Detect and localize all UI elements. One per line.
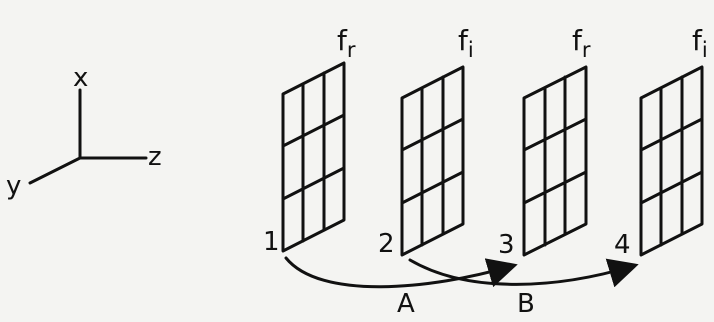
transform-b-arrow — [408, 258, 639, 288]
plane-2-index-label: 2 — [378, 229, 395, 259]
plane-2-frequency-label: fi — [458, 24, 474, 62]
transform-a-arrow — [284, 256, 518, 289]
plane-1-freq-subscript: r — [347, 38, 356, 62]
y-axis-label: y — [6, 171, 21, 201]
plane-grid-row-line — [639, 170, 704, 205]
plane-grid-frame — [281, 61, 346, 253]
plane-4: fi 4 — [614, 24, 708, 260]
plane-grid-row-line — [400, 170, 465, 205]
plane-grid-frame — [639, 65, 704, 257]
plane-grid-row-line — [281, 113, 346, 148]
transform-b-label: B — [517, 289, 535, 319]
plane-3-index-label: 3 — [498, 230, 515, 260]
plane-grid-frame — [400, 65, 465, 257]
y-axis-line — [28, 156, 82, 185]
plane-1-frequency-label: fr — [337, 24, 356, 62]
plane-3-freq-subscript: r — [582, 38, 591, 62]
plane-grid-row-line — [639, 117, 704, 152]
plane-4-freq-subscript: i — [702, 38, 708, 62]
plane-1: fr 1 — [263, 24, 356, 257]
plane-2: fi 2 — [378, 24, 474, 259]
coordinate-axes: x z y — [6, 63, 162, 201]
transform-a-label: A — [397, 289, 415, 319]
plane-3: fr 3 — [498, 24, 591, 260]
plane-grid-row-line — [522, 170, 588, 205]
plane-4-freq: f — [692, 24, 703, 57]
plane-2-freq: f — [458, 24, 469, 57]
plane-grid-row-line — [522, 117, 588, 152]
plane-4-frequency-label: fi — [692, 24, 708, 62]
transform-arrows: A B — [284, 256, 639, 319]
plane-2-freq-subscript: i — [468, 38, 474, 62]
plane-1-freq: f — [337, 24, 348, 57]
plane-3-freq: f — [572, 24, 583, 57]
plane-grid-row-line — [281, 166, 346, 201]
z-axis-label: z — [148, 142, 162, 172]
plane-grid-frame — [522, 65, 588, 257]
plane-grid-row-line — [400, 117, 465, 152]
plane-3-frequency-label: fr — [572, 24, 591, 62]
plane-4-index-label: 4 — [614, 230, 631, 260]
plane-1-index-label: 1 — [263, 227, 280, 257]
x-axis-label: x — [73, 63, 88, 93]
